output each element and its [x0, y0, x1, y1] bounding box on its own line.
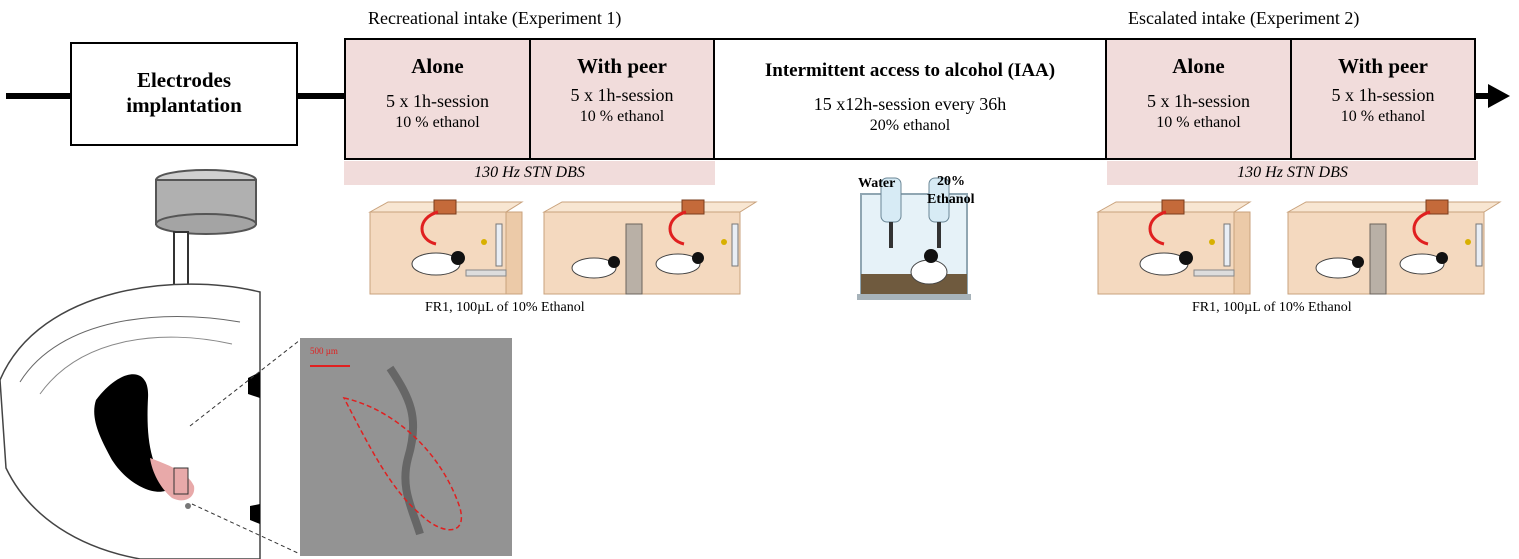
- exp2-peer-box: With peer 5 x 1h-session 10 % ethanol: [1292, 40, 1474, 158]
- exp1-dbs-bar: 130 Hz STN DBS: [344, 161, 715, 185]
- ethanol-bottle-label-1: 20%: [937, 174, 965, 189]
- timeline-line-left: [6, 93, 70, 99]
- exp2-peer-title: With peer: [1337, 54, 1429, 78]
- exp1-alone-box: Alone 5 x 1h-session 10 % ethanol: [346, 40, 531, 158]
- exp1-peer-title: With peer: [576, 54, 668, 78]
- exp2-alone-box: Alone 5 x 1h-session 10 % ethanol: [1107, 40, 1292, 158]
- iaa-cage-icon: [857, 177, 971, 300]
- chamber-alone-exp1-icon: [368, 199, 524, 295]
- chamber-peer-exp2-icon: [1286, 199, 1502, 295]
- electrodes-implantation-box: Electrodes implantation: [70, 42, 298, 146]
- exp2-alone-sessions: 5 x 1h-session: [1147, 91, 1250, 111]
- exp2-alone-title: Alone: [1172, 54, 1225, 78]
- timeline-arrowhead-icon: [1488, 84, 1510, 108]
- chamber-peer-exp1-icon: [542, 199, 758, 295]
- exp2-peer-sessions: 5 x 1h-session: [1331, 85, 1435, 105]
- recreational-intake-label: Recreational intake (Experiment 1): [368, 8, 622, 28]
- exp1-alone-sessions: 5 x 1h-session: [386, 91, 489, 111]
- exp2-peer-ethanol: 10 % ethanol: [1340, 108, 1426, 125]
- protocol-strip: [344, 38, 1476, 160]
- exp1-alone-title: Alone: [411, 54, 464, 78]
- exp1-alone-ethanol: 10 % ethanol: [395, 114, 480, 131]
- exp2-dbs-bar: 130 Hz STN DBS: [1107, 161, 1478, 185]
- iaa-box: Intermittent access to alcohol (IAA) 15 …: [715, 40, 1107, 158]
- histology-image: [300, 338, 512, 556]
- iaa-ethanol: 20% ethanol: [869, 117, 951, 134]
- timeline-line-mid: [298, 93, 344, 99]
- exp1-peer-box: With peer 5 x 1h-session 10 % ethanol: [531, 40, 715, 158]
- electrodes-line1: Electrodes: [136, 68, 232, 92]
- iaa-sessions: 15 x12h-session every 36h: [813, 94, 1007, 114]
- scale-bar-label: 500 µm: [310, 346, 338, 356]
- exp1-peer-ethanol: 10 % ethanol: [579, 108, 665, 125]
- exp2-alone-ethanol: 10 % ethanol: [1156, 114, 1241, 131]
- chamber-alone-exp2-icon: [1096, 199, 1252, 295]
- electrodes-line2: implantation: [126, 93, 242, 117]
- exp1-caption: FR1, 100µL of 10% Ethanol: [425, 300, 585, 315]
- timeline-line-right: [1474, 93, 1492, 99]
- brain-section-diagram: [0, 169, 301, 559]
- iaa-title: Intermittent access to alcohol (IAA): [764, 60, 1056, 81]
- escalated-intake-label: Escalated intake (Experiment 2): [1128, 8, 1360, 28]
- exp2-caption: FR1, 100µL of 10% Ethanol: [1192, 300, 1352, 315]
- water-bottle-label: Water: [858, 176, 896, 191]
- exp1-peer-sessions: 5 x 1h-session: [570, 85, 674, 105]
- ethanol-bottle-label-2: Ethanol: [927, 192, 975, 207]
